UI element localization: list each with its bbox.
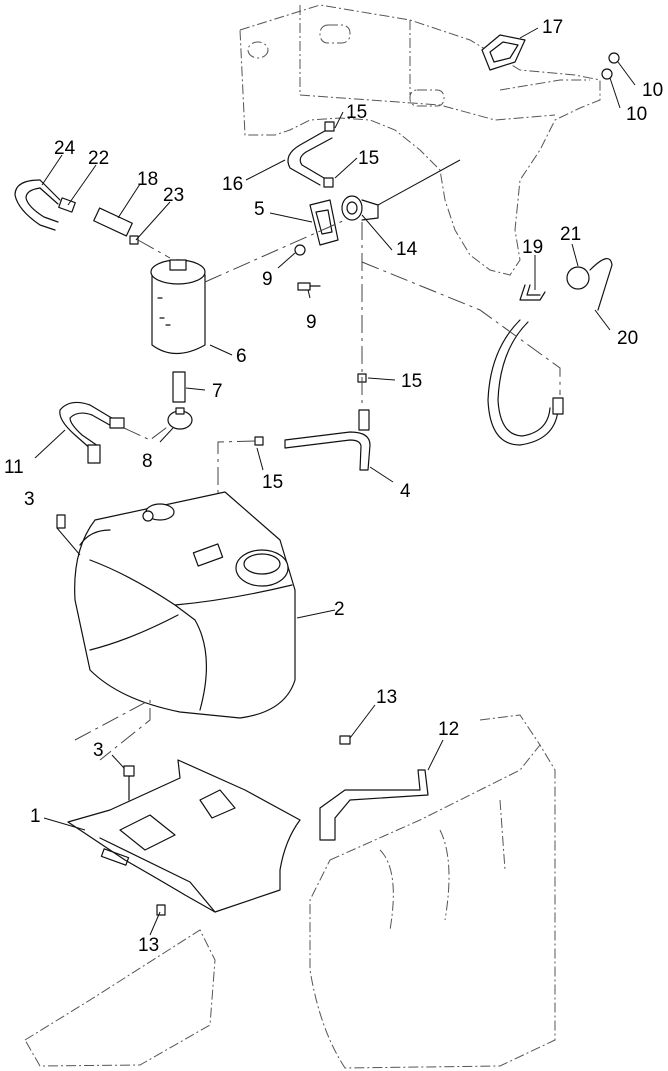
callout-10-lower: 10 [626,104,647,125]
callout-17: 17 [542,17,563,38]
part-16-hose [287,121,335,188]
part-12-bracket [319,769,429,841]
callout-15-bottom: 15 [262,472,283,493]
part-5-bracket [309,199,339,246]
callout-13-lower: 13 [138,935,159,956]
callout-10-upper: 10 [642,80,663,101]
part-7-hose [172,371,186,403]
lower-frame-phantom [24,714,556,1069]
callout-21: 21 [560,224,581,245]
part-13-bolts [156,735,351,916]
part-9-screws [294,244,321,291]
part-14-valve [341,159,461,221]
part-19-elbow [519,284,546,301]
part-11-hose [59,401,125,464]
part-23-connector [129,235,139,245]
callout-5: 5 [254,199,265,220]
part-3-screws [56,514,135,801]
part-10-bolts [601,52,620,80]
callout-12: 12 [438,719,459,740]
callout-6: 6 [236,346,247,367]
callout-20: 20 [617,328,638,349]
callout-9-upper: 9 [262,269,273,290]
part-22-fitting [58,197,76,213]
callout-3-upper: 3 [24,489,35,510]
part-24-hose [14,179,61,231]
callout-24: 24 [54,138,76,159]
callout-15-mid: 15 [358,148,379,169]
part-17-grommet [481,34,526,71]
callout-19: 19 [522,237,543,258]
callouts: 1 2 3 3 4 5 6 7 8 9 9 10 10 11 12 13 13 … [4,17,663,956]
callout-11: 11 [4,457,24,478]
part-1-tray [67,759,301,913]
part-21-valve [566,258,613,311]
callout-15-top: 15 [346,102,367,123]
callout-15-right: 15 [401,371,422,392]
part-2-fuel-tank [74,491,296,719]
part-4-hose [254,373,371,471]
callout-4: 4 [400,481,411,502]
callout-7: 7 [212,381,223,402]
callout-1: 1 [30,806,41,827]
part-6-canister [150,259,206,355]
leader-lines [34,27,636,936]
callout-13-upper: 13 [376,687,397,708]
part-8-filter [167,407,193,430]
frame-phantom [239,4,601,276]
callout-9-lower: 9 [306,312,317,333]
callout-2: 2 [334,599,345,620]
callout-18: 18 [137,169,158,190]
callout-22: 22 [88,148,109,169]
callout-8: 8 [142,451,153,472]
part-18-filter [93,207,133,237]
callout-23: 23 [163,185,184,206]
part-20-hose [487,319,564,446]
callout-16: 16 [222,174,243,195]
callout-14: 14 [396,239,418,260]
callout-3-lower: 3 [93,740,104,761]
